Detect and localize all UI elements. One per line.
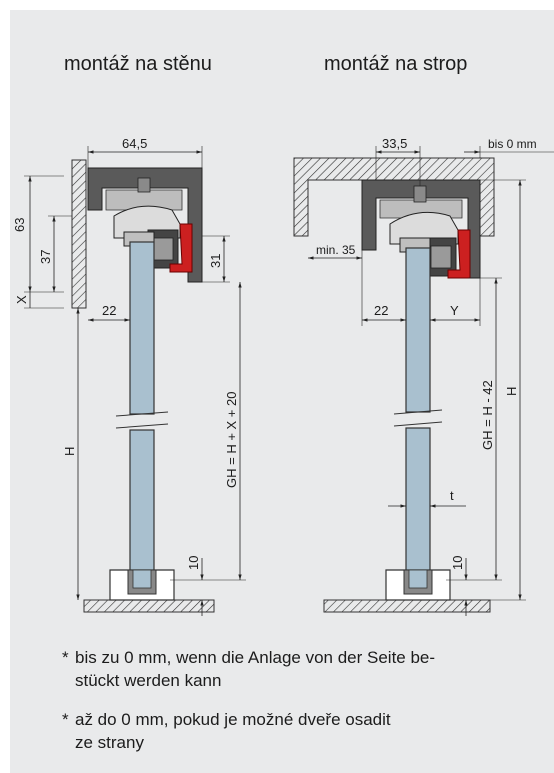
- wall-dim-bottom: 10: [186, 556, 201, 570]
- wall-mount-title: montáž na stěnu: [64, 53, 212, 75]
- ceiling-dim-offset: 22: [374, 303, 388, 318]
- ceiling-dim-t: t: [450, 488, 454, 503]
- note-czech-line1: až do 0 mm, pokud je možné dveře osadit: [75, 710, 391, 729]
- wall-carriage-roller: [152, 237, 174, 261]
- ceiling-mount-title: montáž na strop: [324, 53, 468, 75]
- note-czech-star: *: [62, 710, 69, 729]
- note-czech-line2: ze strany: [75, 733, 144, 752]
- ceiling-floor-hatch: [323, 599, 491, 613]
- wall-mount-drawing: 64,5 63 37 X 22 31 H: [12, 136, 246, 616]
- ceiling-seal: [447, 229, 471, 279]
- wall-dim-height-inner: 37: [38, 250, 53, 264]
- wall-rail-screw: [137, 177, 151, 193]
- ceiling-dim-gh: GH = H - 42: [480, 380, 495, 450]
- ceiling-glass-lower: [405, 427, 431, 579]
- note-german-line1: bis zu 0 mm, wenn die Anlage von der Sei…: [75, 648, 436, 667]
- note-german-star: *: [62, 648, 69, 667]
- wall-dim-gh: GH = H + X + 20: [224, 392, 239, 488]
- wall-glass-upper: [129, 241, 155, 415]
- wall-dim-width: 64,5: [122, 136, 147, 151]
- ceiling-dim-bottom: 10: [450, 556, 465, 570]
- wall-floor-hatch: [83, 599, 215, 613]
- wall-dim-offset: 22: [102, 303, 116, 318]
- ceiling-dim-min: min. 35: [316, 243, 356, 257]
- ceiling-rail-screw: [413, 185, 427, 203]
- ceiling-carriage-roller: [430, 245, 452, 269]
- note-german: * bis zu 0 mm, wenn die Anlage von der S…: [62, 646, 436, 692]
- wall-glass-lower: [129, 429, 155, 579]
- ceiling-dim-width: 33,5: [382, 136, 407, 151]
- wall-dim-h: H: [62, 447, 77, 456]
- wall-dim-rail: 31: [208, 254, 223, 268]
- ceiling-dim-bis: bis 0 mm: [488, 137, 537, 151]
- wall-rail-inner: [105, 189, 183, 211]
- wall-dim-height-total: 63: [12, 218, 27, 232]
- technical-drawing: 64,5 63 37 X 22 31 H: [12, 136, 554, 616]
- wall-dim-x: X: [14, 295, 29, 304]
- ceiling-mount-drawing: 33,5 bis 0 mm min. 35 22 Y GH = H - 42: [293, 136, 554, 616]
- wall-hatch: [71, 159, 87, 309]
- note-czech: * až do 0 mm, pokud je možné dveře osadi…: [62, 708, 391, 754]
- ceiling-dim-h: H: [504, 387, 519, 396]
- drawing-panel: 64,5 63 37 X 22 31 H: [10, 10, 554, 773]
- ceiling-glass-upper: [405, 247, 431, 413]
- wall-seal: [169, 223, 193, 273]
- note-german-line2: stückt werden kann: [75, 671, 222, 690]
- ceiling-dim-y: Y: [450, 303, 459, 318]
